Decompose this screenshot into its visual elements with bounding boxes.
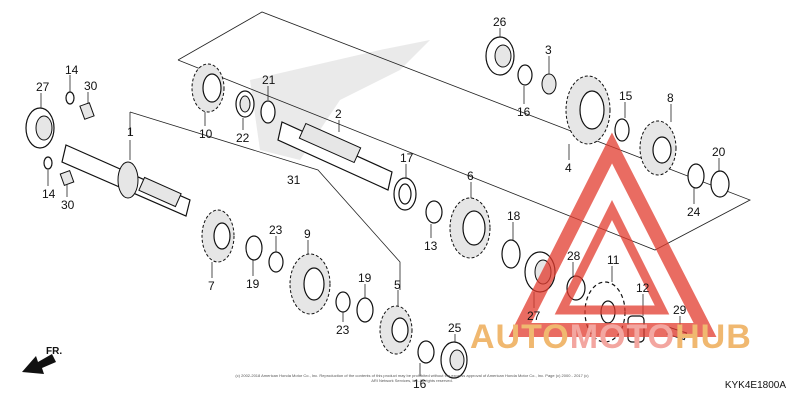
part-16-washer-top <box>517 64 533 86</box>
callout-labels: 27 14 30 14 30 1 10 22 21 2 17 13 6 18 2… <box>36 15 726 391</box>
callout-17: 17 <box>400 151 414 165</box>
part-19-washer-left <box>245 235 263 261</box>
callout-5: 5 <box>394 278 401 292</box>
part-30-bolt-bottom <box>59 170 75 186</box>
callout-27-right: 27 <box>527 309 541 323</box>
callout-13: 13 <box>424 239 438 253</box>
callout-27-left: 27 <box>36 80 50 94</box>
part-16-washer-bottom <box>417 340 435 364</box>
callout-20: 20 <box>712 145 726 159</box>
callout-1: 1 <box>127 125 134 139</box>
leader-lines <box>40 28 720 376</box>
part-24-ring <box>687 163 705 189</box>
callout-11: 11 <box>607 253 620 267</box>
callout-16-top: 16 <box>517 105 531 119</box>
callout-23-bottom: 23 <box>336 323 350 337</box>
part-1-mainshaft <box>61 144 191 217</box>
group-frame-lower <box>129 111 401 290</box>
callout-26: 26 <box>493 15 507 29</box>
callout-7: 7 <box>208 279 215 293</box>
callout-14-bottom: 14 <box>42 187 56 201</box>
front-direction-label: FR. <box>46 346 63 357</box>
part-18-ring <box>501 239 521 269</box>
callout-25: 25 <box>448 321 462 335</box>
part-7-gear <box>201 209 235 263</box>
part-22-bearing <box>235 90 255 118</box>
part-6-gear <box>449 197 491 259</box>
callout-22: 22 <box>236 131 250 145</box>
part-25-bearing <box>440 341 468 379</box>
part-2-countershaft <box>277 121 393 191</box>
callout-6: 6 <box>467 169 474 183</box>
part-8-gear <box>639 120 677 176</box>
callout-14-top: 14 <box>65 63 79 77</box>
part-23-ring-lower <box>335 291 351 313</box>
callout-23-top: 23 <box>269 223 283 237</box>
callout-28: 28 <box>567 249 581 263</box>
callout-31: 31 <box>287 173 301 187</box>
part-26-bearing <box>485 36 515 76</box>
part-30-bolt-top <box>79 102 95 120</box>
catalog-code: KYK4E1800A <box>724 380 786 391</box>
part-17-ring <box>393 177 417 211</box>
callout-15: 15 <box>619 89 633 103</box>
watermark-text-part1: AUTO <box>470 318 570 356</box>
callout-19-left: 19 <box>246 277 260 291</box>
callout-4: 4 <box>565 161 572 175</box>
part-20-washer <box>710 170 730 198</box>
callout-29: 29 <box>673 303 687 317</box>
part-15-washer <box>614 118 630 142</box>
callout-9: 9 <box>304 227 311 241</box>
part-23-ring-upper <box>268 251 284 273</box>
part-4-gear <box>565 75 611 145</box>
callout-12: 12 <box>636 281 650 295</box>
part-3-bushing <box>541 73 557 95</box>
callout-30-top: 30 <box>84 79 98 93</box>
callout-24: 24 <box>687 205 701 219</box>
part-14-washer-top <box>65 91 75 105</box>
part-14-washer-bottom <box>43 156 53 170</box>
callout-18: 18 <box>507 209 521 223</box>
callout-8: 8 <box>667 91 674 105</box>
watermark-text-part2: MOTO <box>569 318 676 356</box>
part-10-gear <box>191 63 225 113</box>
callout-10: 10 <box>199 127 213 141</box>
callout-3: 3 <box>545 43 552 57</box>
part-9-gear <box>289 253 331 315</box>
part-5-gear <box>379 305 413 355</box>
part-13-washer <box>425 200 443 224</box>
watermark-triangle-logo <box>508 132 717 337</box>
part-19-washer-right <box>356 297 374 323</box>
watermark-text-part3: HUB <box>675 318 752 356</box>
watermark-text: AUTOMOTOHUB <box>470 318 752 357</box>
callout-30-bottom: 30 <box>61 198 75 212</box>
callout-21: 21 <box>262 73 276 87</box>
group-frame-upper <box>177 11 751 251</box>
front-direction-arrow <box>22 354 56 374</box>
callout-16-bottom: 16 <box>413 377 427 391</box>
part-27-bearing <box>25 107 55 149</box>
part-21-washer <box>260 100 276 124</box>
callout-19-right: 19 <box>358 271 372 285</box>
copyright-notice: (c) 2002-2018 American Honda Motor Co., … <box>235 373 589 383</box>
callout-2: 2 <box>335 107 342 121</box>
